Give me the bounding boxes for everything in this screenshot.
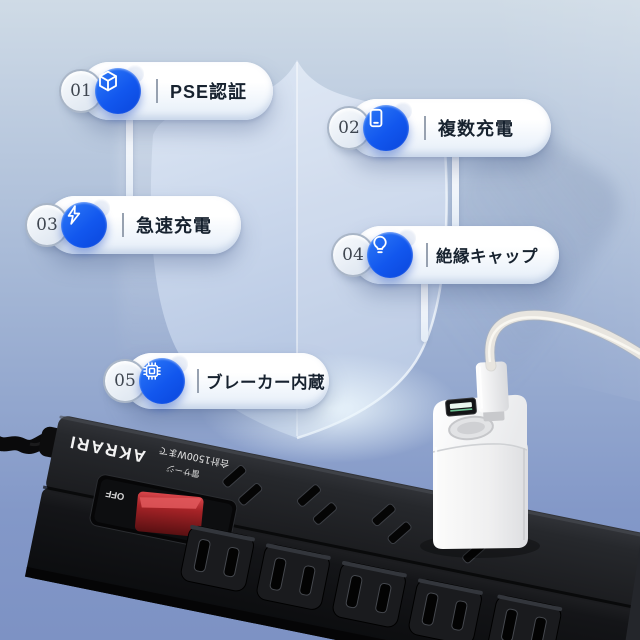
connector-line [126,116,133,200]
lightning-icon [61,202,107,248]
feature-badge-pse: 01 PSE認証 [59,62,273,120]
feature-label: 複数充電 [438,119,514,139]
divider [426,243,428,267]
feature-label: ブレーカー内蔵 [206,374,325,392]
feature-badge-insulation-cap: 04 絶縁キャップ [331,226,559,284]
usb-port [445,397,477,417]
charger-indicator-oval [448,415,494,441]
feature-badge-breaker: 05 ブレーカー内蔵 [103,353,329,409]
feature-label: 絶縁キャップ [436,248,538,266]
tablet-icon [363,105,409,151]
power-strip: AKRARI 合計1500Wまで 雷サージ OFF ON [24,415,640,640]
chip-icon [139,358,185,404]
divider [424,116,426,140]
usb-cable [484,309,640,372]
feature-badge-multi-charge: 02 複数充電 [327,99,551,157]
usb-charger [420,309,640,558]
switch-off-label: OFF [105,487,126,502]
feature-label: 急速充電 [136,216,212,236]
feature-number: 03 [25,203,69,247]
usb-plug [475,361,509,422]
divider [156,79,158,103]
divider [122,213,124,237]
bulb-icon [367,232,413,278]
feature-label: PSE認証 [170,82,248,102]
feature-badge-fast-charge: 03 急速充電 [25,196,241,254]
divider [197,369,199,393]
cube-icon [95,68,141,114]
connector-line [421,280,428,342]
outlet-row-front [180,525,563,640]
connector-line [452,152,459,230]
feature-number: 02 [327,106,371,150]
switch-rocker [134,491,204,537]
